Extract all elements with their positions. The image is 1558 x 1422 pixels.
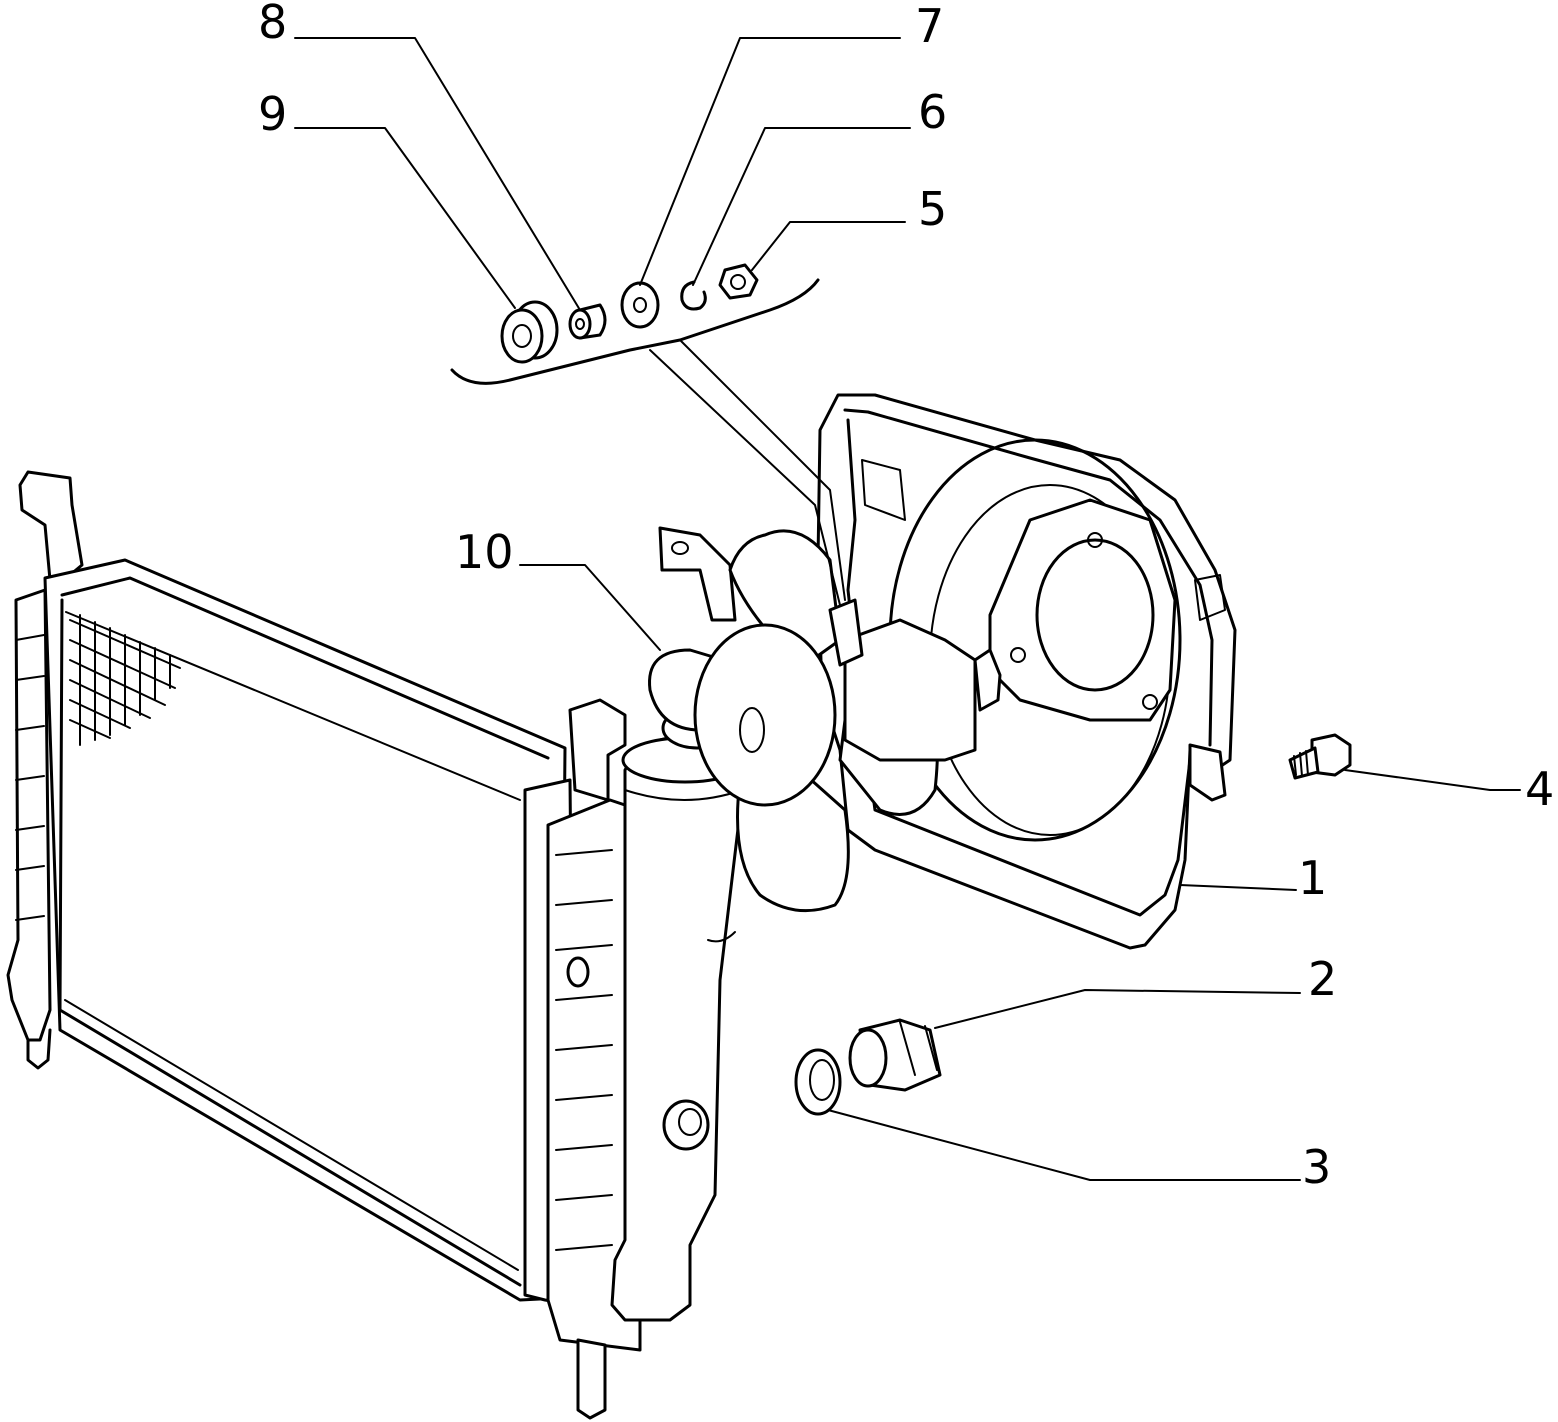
leader-5: [751, 221, 906, 271]
leader-hardware-to-bracket: [649, 349, 841, 606]
leader-1: [1179, 884, 1297, 891]
washer-part-3: [794, 1048, 842, 1116]
nut-part-5: [718, 263, 759, 300]
leader-4: [1344, 769, 1521, 791]
callout-10: 10: [455, 525, 514, 579]
washer-part-7: [620, 281, 660, 329]
spacer-part-8: [568, 303, 607, 340]
leader-9: [294, 127, 516, 309]
sensor-part-2: [848, 1018, 942, 1092]
mounting-hardware: [450, 263, 820, 385]
callout-2: 2: [1308, 952, 1337, 1006]
fan-shroud: [816, 393, 1237, 950]
fan-assembly: [648, 526, 1002, 913]
callout-5: 5: [918, 182, 947, 236]
callout-labels: 1 2 3 4 5 6 7 8 9 10: [258, 0, 1554, 1194]
leader-hardware-to-bracket-2: [679, 339, 846, 601]
leader-10: [519, 564, 661, 651]
callout-6: 6: [918, 85, 947, 139]
radiator-right-tank: [523, 698, 642, 1420]
radiator-left-tank: [6, 470, 84, 1070]
leader-6: [692, 127, 911, 286]
leader-lines: [294, 37, 1521, 1181]
callout-9: 9: [258, 87, 287, 141]
bushing-part-9: [500, 300, 559, 364]
callout-3: 3: [1302, 1140, 1331, 1194]
leader-3: [827, 1109, 1301, 1181]
leader-7: [639, 37, 901, 286]
radiator-expansion-tank: [610, 706, 749, 1322]
callout-8: 8: [258, 0, 287, 49]
leader-2: [934, 989, 1301, 1029]
lock-washer-part-6: [680, 280, 707, 311]
radiator-core: [43, 558, 567, 1302]
callout-7: 7: [915, 0, 944, 53]
radiator: [6, 470, 749, 1420]
callout-4: 4: [1525, 762, 1554, 816]
leader-8: [294, 37, 581, 311]
callout-1: 1: [1298, 851, 1327, 905]
bolt-part-4: [1288, 733, 1352, 780]
radiator-fins: [69, 614, 181, 746]
